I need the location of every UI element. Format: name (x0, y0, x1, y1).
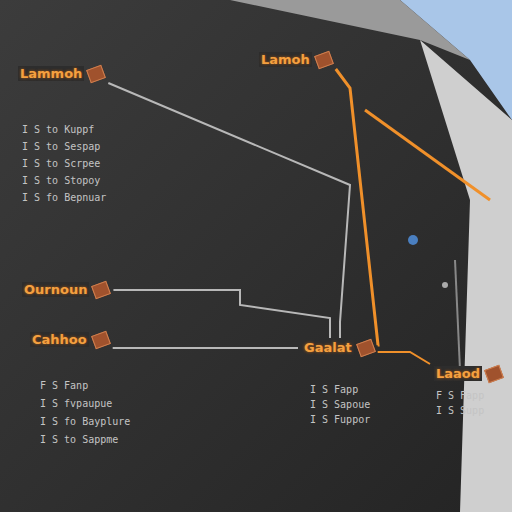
connector-line (378, 352, 430, 364)
connector-line (113, 290, 330, 338)
marker-label: Lammoh (18, 66, 84, 81)
flow-marker: Lamoh (255, 50, 336, 69)
note-text: I S to Stopoy (22, 175, 100, 186)
note-text: I S fo Bayplure (40, 416, 130, 427)
marker-icon (314, 50, 334, 69)
note-text: I S Supp (436, 405, 484, 416)
note-text: I S to Sappme (40, 434, 118, 445)
marker-label: Gaalat (302, 340, 354, 355)
note-text: I S fo Bepnuar (22, 192, 106, 203)
side-panel (420, 40, 512, 512)
marker-icon (91, 330, 111, 349)
note-text: I S to Sespap (22, 141, 100, 152)
top-edge (230, 0, 470, 60)
marker-label: Cahhoo (30, 332, 89, 347)
marker-icon (92, 280, 112, 299)
note-text: I S Fapp (310, 384, 358, 395)
marker-label: Ournoun (22, 282, 89, 297)
note-text: I S to Kuppf (22, 124, 94, 135)
marker-label: Laaod (434, 366, 482, 381)
note-text: I S Fuppor (310, 414, 370, 425)
orange-rail (365, 110, 490, 200)
note-text: I S to Scrpee (22, 158, 100, 169)
marker-icon (86, 64, 106, 83)
blue-dot (408, 235, 418, 245)
marker-label: Lamoh (259, 52, 312, 67)
connector-line (336, 69, 378, 345)
note-text: F S Fanp (40, 380, 88, 391)
note-text: F S Fapp (436, 390, 484, 401)
marker-icon (356, 338, 376, 357)
grey-rail (455, 260, 460, 370)
flow-marker: Laaod (430, 364, 506, 383)
grey-dot (442, 282, 448, 288)
note-text: I S Sapoue (310, 399, 370, 410)
connector-line (108, 83, 350, 338)
connector-line (113, 347, 298, 349)
note-text: I S fvpaupue (40, 398, 112, 409)
flow-marker: Cahhoo (26, 330, 113, 349)
flow-marker: Lammoh (14, 64, 108, 83)
flow-marker: Ournoun (18, 280, 113, 299)
marker-icon (484, 364, 504, 383)
flow-marker: Gaalat (298, 338, 378, 357)
